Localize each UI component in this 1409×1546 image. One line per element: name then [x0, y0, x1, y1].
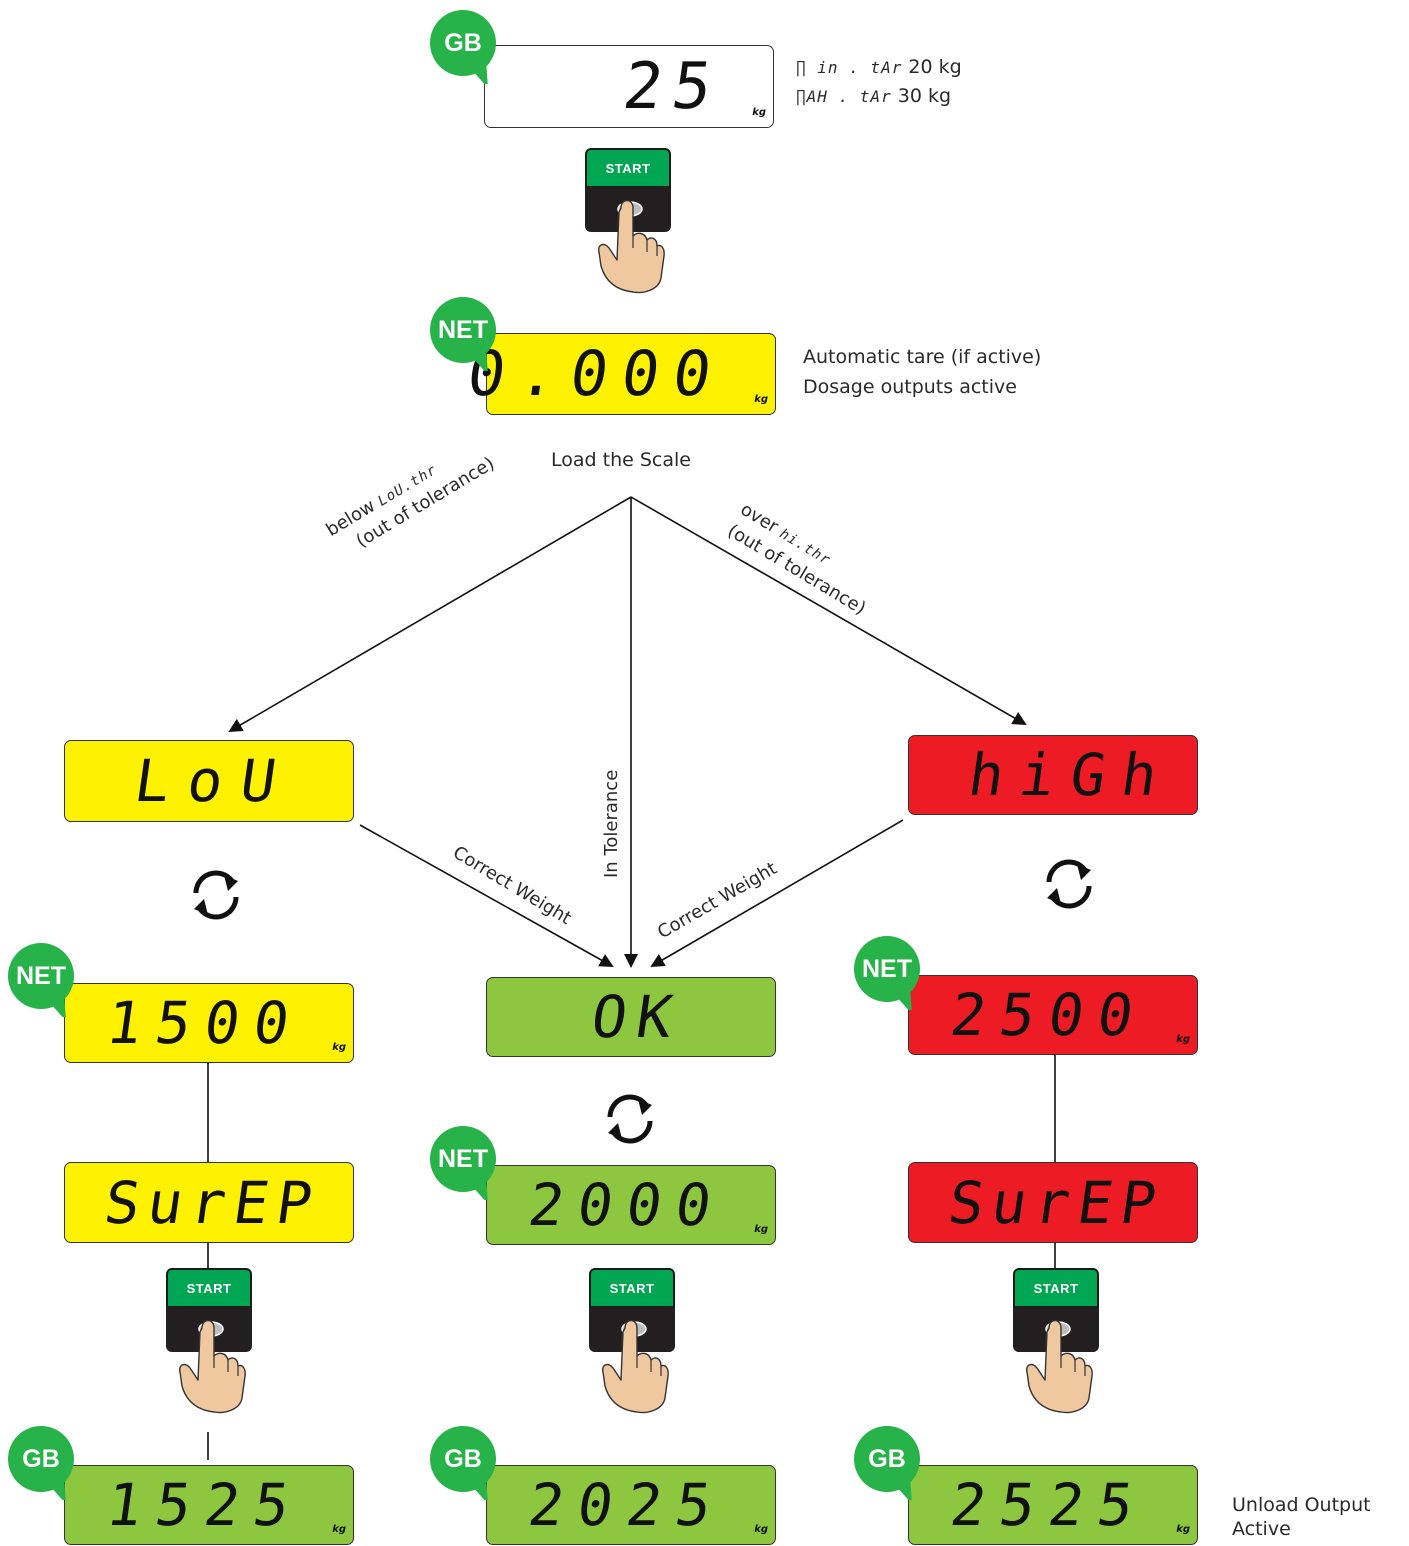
automatic-tare-note: Automatic tare (if active) [803, 346, 1042, 368]
start-button-label: START [605, 161, 651, 176]
speech-bubble-icon [8, 943, 74, 1021]
pressing-hand-icon [597, 199, 665, 294]
arrow-low-to-ok [359, 824, 614, 967]
arrow-high-to-ok [650, 819, 904, 968]
ok-status-value: OK [587, 983, 687, 1051]
start-button-label: START [1033, 1281, 1079, 1296]
gb-badge-middle: GB [428, 1426, 502, 1504]
unload-output-label: Unload Output [1232, 1494, 1371, 1516]
gb-badge-right: GB [852, 1426, 926, 1504]
gb-badge-top: GB [428, 10, 502, 88]
right-gb-display: 2525 kg [908, 1465, 1198, 1545]
net-zero-unit: kg [754, 394, 768, 405]
unload-output-active-label: Active [1232, 1518, 1291, 1540]
start-button-right[interactable]: START [1013, 1268, 1099, 1438]
start-button-label: START [186, 1281, 232, 1296]
load-scale-label: Load the Scale [551, 449, 691, 471]
arrow-to-high [630, 496, 1027, 725]
speech-bubble-icon [430, 1426, 496, 1504]
right-gb-value: 2525 [946, 1471, 1152, 1539]
left-net-display: 1500 kg [64, 983, 354, 1063]
middle-net-value: 2000 [524, 1171, 730, 1239]
pressing-hand-icon [601, 1319, 669, 1414]
right-surep-display: SurEP [908, 1162, 1198, 1243]
top-gross-display: 25 kg [484, 45, 774, 128]
start-button-label: START [609, 1281, 655, 1296]
dosage-outputs-note: Dosage outputs active [803, 376, 1017, 398]
speech-bubble-icon [430, 10, 496, 88]
max-tare-value: 30 kg [897, 85, 952, 107]
left-net-value: 1500 [102, 989, 308, 1057]
max-tare-code: ∏AH . tAr [796, 87, 892, 106]
ok-status-display: OK [486, 977, 776, 1057]
middle-net-display: 2000 kg [486, 1165, 776, 1245]
high-status-value: hiGh [964, 741, 1178, 809]
right-net-value: 2500 [946, 981, 1152, 1049]
start-button-middle[interactable]: START [589, 1268, 675, 1438]
net-zero-value: 0.000 [463, 337, 731, 410]
left-gb-value: 1525 [102, 1471, 308, 1539]
left-gb-display: 1525 kg [64, 1465, 354, 1545]
low-status-display: LoU [64, 740, 354, 822]
speech-bubble-icon [430, 297, 496, 375]
right-surep-value: SurEP [944, 1168, 1169, 1237]
top-display-unit: kg [752, 107, 766, 118]
gb-badge-left: GB [6, 1426, 80, 1504]
middle-gb-display: 2025 kg [486, 1465, 776, 1545]
net-badge-middle: NET [428, 1126, 502, 1204]
pressing-hand-icon [1025, 1319, 1093, 1414]
middle-gb-value: 2025 [524, 1471, 730, 1539]
in-tolerance-label: In Tolerance [601, 769, 622, 878]
start-button-left[interactable]: START [166, 1268, 252, 1438]
refresh-icon-middle [607, 1094, 653, 1144]
low-status-value: LoU [130, 747, 299, 815]
min-tare-label: ∏ in . tAr 20 kg [796, 56, 962, 78]
high-status-display: hiGh [908, 735, 1198, 815]
refresh-icon-right [1046, 859, 1092, 909]
left-surep-display: SurEP [64, 1162, 354, 1243]
left-surep-value: SurEP [100, 1168, 325, 1237]
arrow-to-low [228, 496, 632, 733]
start-button-top[interactable]: START [585, 148, 671, 318]
speech-bubble-icon [8, 1426, 74, 1504]
max-tare-label: ∏AH . tAr 30 kg [796, 85, 951, 107]
net-badge-zero: NET [428, 297, 502, 375]
pressing-hand-icon [178, 1319, 246, 1414]
speech-bubble-icon [430, 1126, 496, 1204]
min-tare-value: 20 kg [908, 56, 962, 78]
speech-bubble-icon [854, 1426, 920, 1504]
net-badge-right: NET [852, 936, 926, 1014]
min-tare-code: ∏ in . tAr [796, 58, 903, 77]
refresh-icon-left [193, 870, 239, 920]
speech-bubble-icon [854, 936, 920, 1014]
top-display-value: 25 [618, 49, 727, 124]
right-net-display: 2500 kg [908, 975, 1198, 1055]
net-badge-left: NET [6, 943, 80, 1021]
net-zero-display: 0.000 kg [463, 333, 776, 415]
